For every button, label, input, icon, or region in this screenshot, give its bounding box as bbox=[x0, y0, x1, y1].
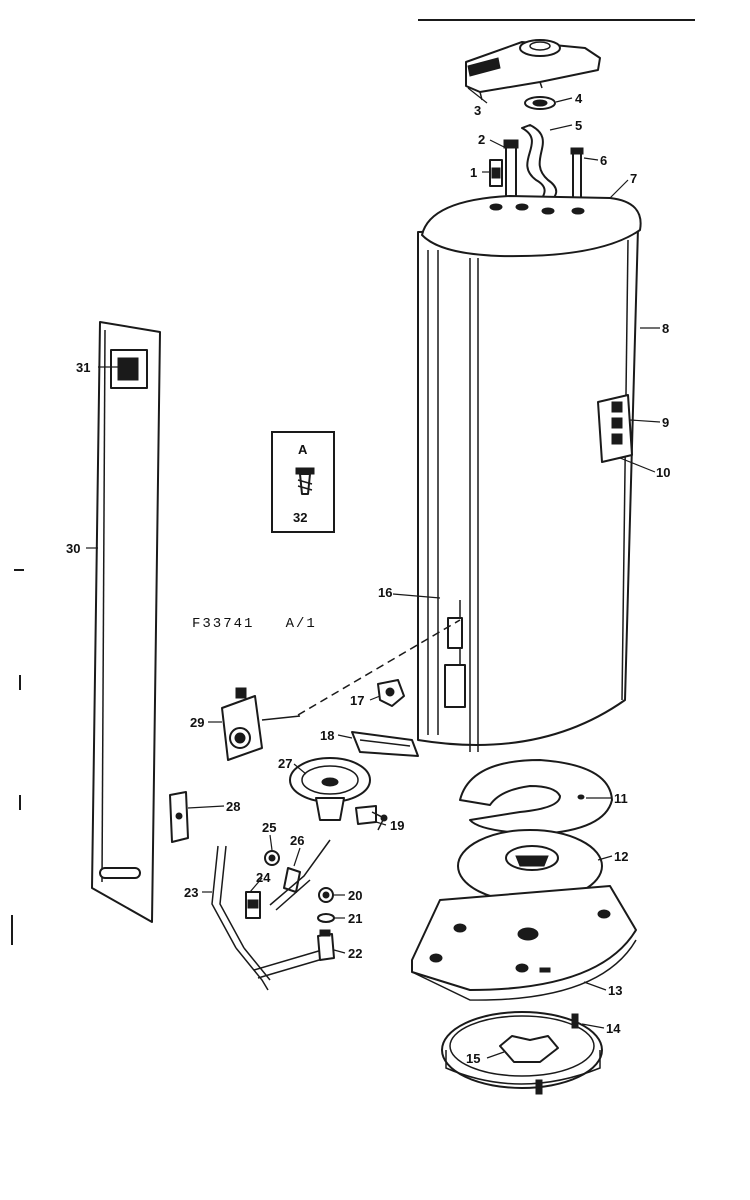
figure-code: F33741 A/1 bbox=[192, 616, 317, 632]
callout-19: 19 bbox=[390, 818, 404, 833]
callout-14: 14 bbox=[606, 1021, 621, 1036]
callout-18: 18 bbox=[320, 728, 334, 743]
callout-26: 26 bbox=[290, 833, 304, 848]
part-8-tank-jacket bbox=[417, 195, 642, 752]
part-28-cover-plate bbox=[169, 791, 189, 843]
part-19-pilot-bracket bbox=[371, 811, 388, 831]
callout-11: 11 bbox=[614, 791, 628, 806]
part-13-base-pan bbox=[411, 885, 637, 1001]
inset-number: 32 bbox=[293, 510, 307, 525]
callout-15: 15 bbox=[466, 1051, 480, 1066]
part-25-nut bbox=[264, 850, 280, 866]
part-26-orifice bbox=[269, 839, 331, 911]
part-22-manifold-fitting bbox=[317, 929, 335, 961]
callout-22: 22 bbox=[348, 946, 362, 961]
callout-7: 7 bbox=[630, 171, 637, 186]
callout-17: 17 bbox=[350, 693, 364, 708]
part-4-diverter bbox=[524, 96, 556, 110]
callout-16: 16 bbox=[378, 585, 392, 600]
callout-9: 9 bbox=[662, 415, 669, 430]
part-12-combustion-ring bbox=[457, 829, 603, 903]
callout-30: 30 bbox=[66, 541, 80, 556]
part-23-pilot-tube bbox=[211, 845, 327, 991]
callout-27: 27 bbox=[278, 756, 292, 771]
callout-23: 23 bbox=[184, 885, 198, 900]
callout-13: 13 bbox=[608, 983, 622, 998]
inset-letter: A bbox=[298, 442, 308, 457]
part-20-nut bbox=[318, 887, 334, 903]
part-21-washer bbox=[317, 913, 335, 923]
part-15-burner-plate bbox=[499, 1035, 559, 1063]
margin-marks bbox=[11, 569, 24, 945]
part-29-gas-control bbox=[221, 687, 301, 761]
callout-21: 21 bbox=[348, 911, 362, 926]
part-27-burner bbox=[289, 757, 377, 825]
callout-20: 20 bbox=[348, 888, 362, 903]
callout-1: 1 bbox=[470, 165, 477, 180]
part-11-insulation-disc bbox=[459, 759, 613, 835]
part-31-sight-window bbox=[110, 349, 148, 389]
part-3-flue-hood bbox=[465, 39, 601, 101]
callout-4: 4 bbox=[575, 91, 583, 106]
callout-10: 10 bbox=[656, 465, 670, 480]
callout-8: 8 bbox=[662, 321, 669, 336]
leader-lines bbox=[86, 87, 661, 1059]
part-9-bracket bbox=[597, 394, 633, 463]
callout-25: 25 bbox=[262, 820, 276, 835]
inset-screw-box bbox=[271, 431, 335, 533]
callout-29: 29 bbox=[190, 715, 204, 730]
callout-5: 5 bbox=[575, 118, 582, 133]
callout-3: 3 bbox=[474, 103, 481, 118]
part-1-fitting bbox=[489, 159, 503, 187]
callout-labels: 1 2 3 4 5 6 7 8 9 10 11 12 13 14 15 16 1… bbox=[66, 91, 670, 1066]
callout-28: 28 bbox=[226, 799, 240, 814]
callout-12: 12 bbox=[614, 849, 628, 864]
callout-31: 31 bbox=[76, 360, 90, 375]
callout-6: 6 bbox=[600, 153, 607, 168]
part-17-elbow bbox=[377, 679, 405, 707]
part-18-clip bbox=[351, 731, 419, 757]
callout-2: 2 bbox=[478, 132, 485, 147]
part-24-fitting bbox=[245, 891, 261, 919]
part-30-outer-door bbox=[91, 321, 161, 923]
alignment-line bbox=[297, 619, 461, 716]
callout-24: 24 bbox=[256, 870, 271, 885]
